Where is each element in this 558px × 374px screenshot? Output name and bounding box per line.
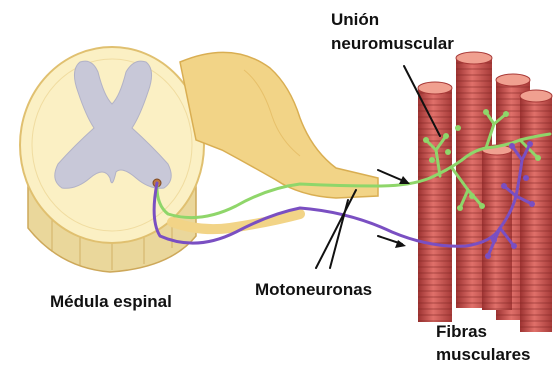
spinal-nerve <box>180 52 378 198</box>
muscle-fiber <box>482 145 512 310</box>
muscle-fiber <box>418 82 452 322</box>
muscle-fibers <box>418 52 552 332</box>
muscle-fibers-label-line2: musculares <box>436 345 531 365</box>
motor-neuron-pointer-1 <box>316 190 356 268</box>
motor-neurons-label: Motoneuronas <box>255 280 372 300</box>
spinal-cord-label: Médula espinal <box>50 292 172 312</box>
muscle-fibers-label-line1: Fibras <box>436 322 487 342</box>
nmj-label-line1: Unión <box>331 10 379 30</box>
nmj-label-line2: neuromuscular <box>331 34 454 54</box>
muscle-fiber <box>520 90 552 332</box>
spinal-cord <box>20 47 204 272</box>
